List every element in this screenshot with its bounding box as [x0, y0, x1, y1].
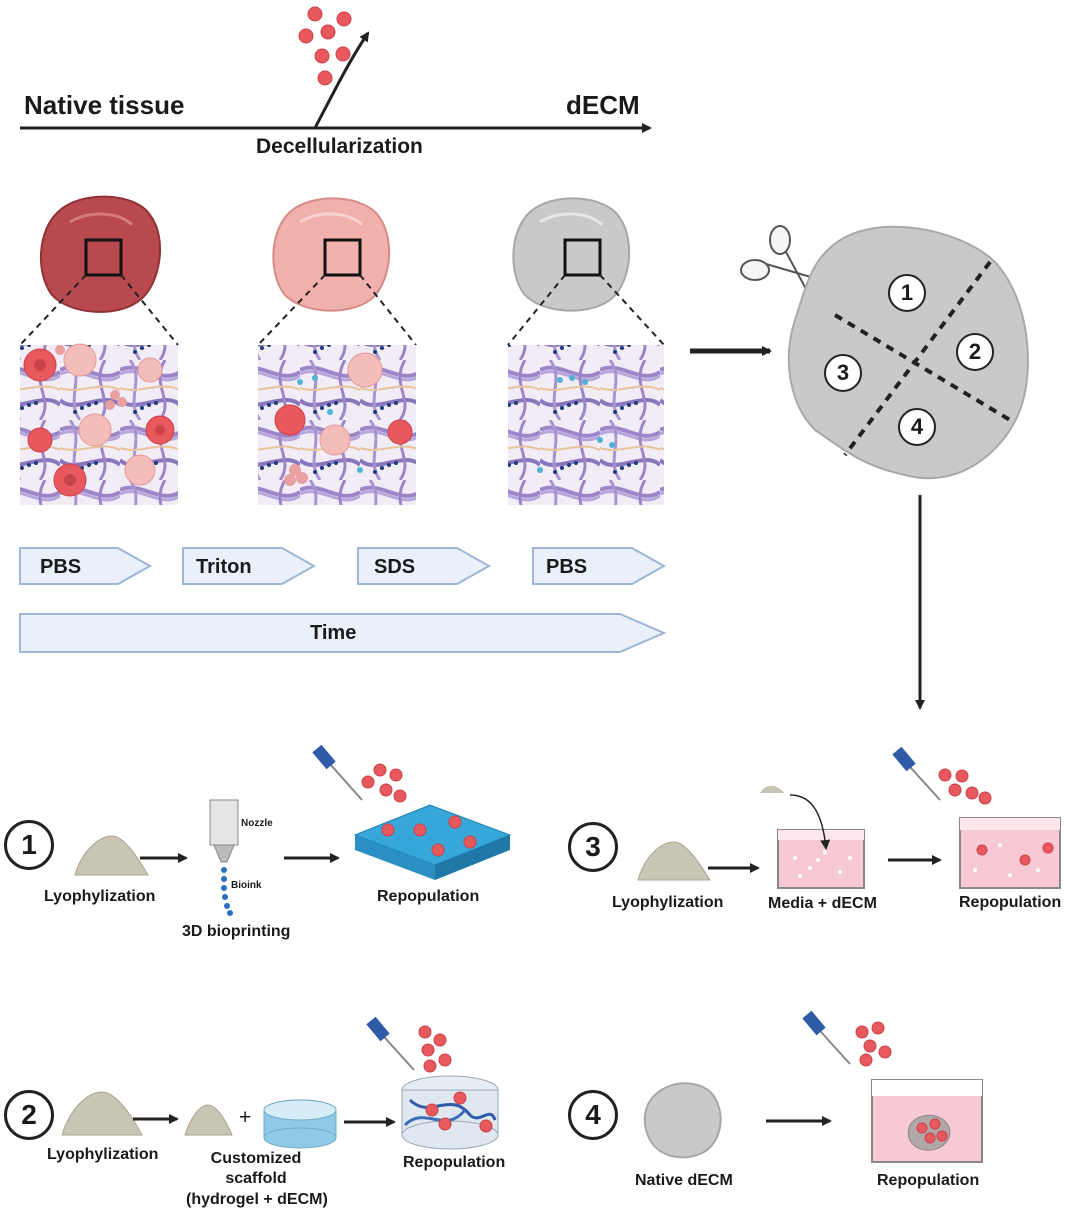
timeline-end-label: dECM [566, 90, 640, 120]
timeline-process-label: Decellularization [256, 135, 423, 158]
section-1-number: 1 [4, 820, 54, 870]
s1-nozzle-label: Nozzle [241, 818, 273, 829]
s3-powder-icon [637, 841, 711, 881]
piece-number-3: 3 [824, 354, 862, 392]
s1-lyophilization-label: Lyophylization [44, 888, 156, 905]
s2-small-powder-icon [184, 1104, 233, 1136]
micro-panel-partial [258, 345, 416, 505]
micro-panel-native [20, 343, 178, 505]
timeline-arrow [20, 31, 652, 133]
s4-repopulation-label: Repopulation [877, 1172, 980, 1189]
s2-cells [418, 1025, 452, 1073]
piece-number-2: 2 [956, 333, 994, 371]
s2-plus-label: + [239, 1106, 252, 1129]
s2-powder-icon [61, 1091, 143, 1136]
s2-scaffold-icon [401, 1075, 499, 1150]
piece-number-4: 4 [898, 408, 936, 446]
released-cells [298, 6, 352, 86]
section-2-number: 2 [4, 1090, 54, 1140]
pieces-blob [787, 225, 1029, 480]
step-label-2: Triton [196, 556, 252, 578]
s1-nozzle-icon [209, 799, 239, 916]
s2-scaffold-line3: (hydrogel + dECM) [186, 1191, 328, 1208]
section-3-number: 3 [568, 822, 618, 872]
s2-lyophilization-label: Lyophylization [47, 1146, 159, 1163]
s1-bioprinting-label: 3D bioprinting [182, 923, 291, 940]
s4-repop-well [871, 1079, 983, 1163]
s2-pipette-icon [366, 1016, 415, 1071]
timeline-start-label: Native tissue [24, 90, 185, 120]
s1-cells [361, 763, 407, 803]
time-label: Time [310, 622, 357, 644]
native-tissue-blob [40, 195, 161, 313]
s1-repopulation-label: Repopulation [377, 888, 480, 905]
s3-pipette-icon [892, 746, 941, 801]
s3-repopulation-label: Repopulation [959, 894, 1062, 911]
s2-scaffold-line2: scaffold [225, 1170, 287, 1187]
decell-tissue-blob [512, 197, 631, 312]
s4-cells [855, 1021, 892, 1067]
s1-powder-icon [74, 835, 149, 876]
s3-lyophilization-label: Lyophylization [612, 894, 724, 911]
s2-hydrogel-icon [263, 1099, 337, 1149]
s3-repop-well [959, 817, 1061, 889]
step-label-1: PBS [40, 556, 82, 578]
partial-tissue-blob [272, 197, 391, 312]
s2-repopulation-label: Repopulation [403, 1154, 506, 1171]
s4-pipette-icon [802, 1010, 851, 1065]
s3-media-well [760, 785, 865, 889]
step-label-3: SDS [374, 556, 416, 578]
s1-pipette-icon [312, 744, 363, 801]
s3-media-label: Media + dECM [768, 895, 877, 912]
micro-panel-decell [508, 345, 664, 505]
s1-bioink-label: Bioink [231, 880, 262, 891]
section-4-number: 4 [568, 1090, 618, 1140]
s2-scaffold-line1: Customized [210, 1150, 302, 1167]
step-label-4: PBS [546, 556, 588, 578]
s3-cells [938, 768, 992, 805]
zoom-lines [19, 274, 665, 346]
s1-scaffold-icon [353, 804, 512, 880]
s4-native-blob [643, 1082, 722, 1159]
s4-native-label: Native dECM [635, 1172, 733, 1189]
step-chevrons [19, 547, 667, 653]
piece-number-1: 1 [888, 274, 926, 312]
